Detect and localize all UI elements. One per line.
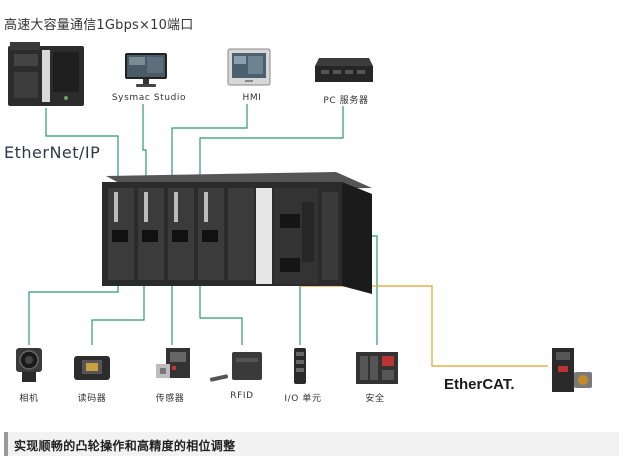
hmi-panel-icon [227,48,271,86]
footer-heading: 实现顺畅的凸轮操作和高精度的相位调整 [14,439,236,453]
io-unit-icon [290,346,310,386]
sensor-icon [152,346,194,386]
sysmac-studio-label: Sysmac Studio [111,93,187,103]
controller-icon [6,40,86,108]
safety-unit-icon [354,350,400,386]
safety-label: 安全 [365,394,385,404]
wire-pc [199,106,344,190]
wire-hmi [171,104,248,190]
camera-icon [10,346,48,386]
page-title: 高速大容量通信1Gbps×10端口 [4,18,194,33]
code-reader-icon [72,354,112,384]
servo-drive-icon [548,346,596,394]
camera-label: 相机 [19,394,39,404]
pc-server-label: PC 服务器 [323,96,369,106]
hmi-label: HMI [242,93,262,103]
wire-controller [45,108,119,188]
monitor-icon [124,52,168,88]
rfid-icon [206,350,266,386]
main-controller-rack-icon [96,162,376,300]
ethercat-logo: EtherCAT. [444,376,515,393]
footer-heading-bar [4,432,619,456]
io-unit-label: I/O 单元 [284,394,322,404]
code-reader-label: 读码器 [77,394,107,404]
pc-server-icon [313,54,375,84]
ethernetip-logo: EtherNet/IP [4,143,101,162]
sensor-label: 传感器 [155,394,185,404]
wire-sysmac [142,104,147,190]
rfid-label: RFID [230,391,254,401]
